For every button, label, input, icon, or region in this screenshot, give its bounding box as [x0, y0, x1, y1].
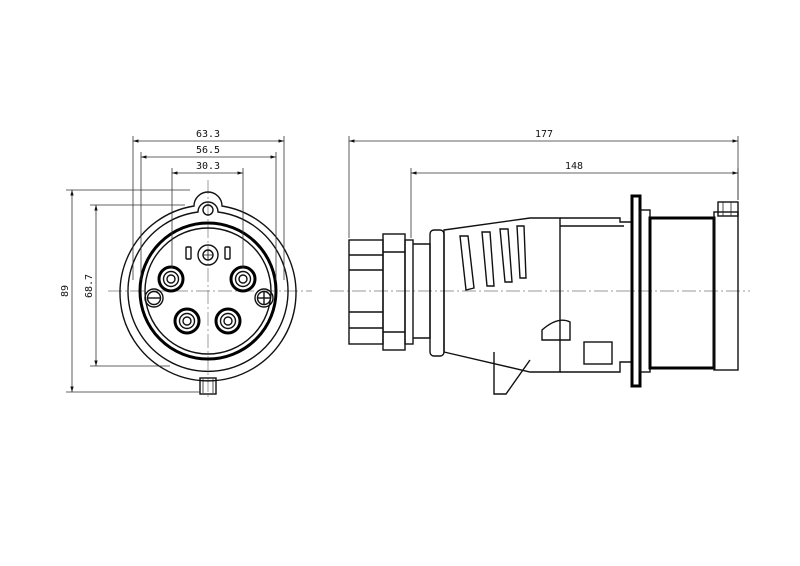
front-earth-pin-outer	[197, 244, 219, 266]
front-insert-edge	[144, 227, 272, 355]
side-grip-hook	[493, 352, 531, 395]
dim-label-89: 89	[60, 285, 71, 297]
side-cable-gland	[348, 233, 414, 351]
dim-label-68-7: 68.7	[84, 274, 95, 298]
front-screw-left	[144, 288, 164, 308]
side-contact-carrier	[648, 201, 739, 371]
front-outer-ring	[119, 191, 297, 382]
dim-label-148: 148	[565, 161, 583, 172]
side-transition	[560, 217, 633, 373]
dim-label-177: 177	[535, 129, 553, 140]
front-bottom-lug	[199, 377, 217, 395]
contact-pin-upper-right	[229, 265, 257, 293]
contact-pin-lower-right	[214, 307, 242, 335]
dimension-63-3: 63.3	[132, 129, 285, 280]
side-view: 177 148	[330, 129, 750, 395]
dimension-89: 89	[60, 189, 200, 393]
front-earth-slot-left	[185, 246, 192, 260]
dimension-148: 148	[410, 161, 739, 238]
dimension-56-5: 56.5	[140, 145, 277, 280]
dim-label-30-3: 30.3	[196, 161, 220, 172]
front-contact-pins	[157, 265, 257, 335]
dim-label-63-3: 63.3	[196, 129, 220, 140]
contact-pin-lower-left	[173, 307, 201, 335]
dimension-30-3: 30.3	[171, 161, 244, 268]
contact-pin-upper-left	[157, 265, 185, 293]
front-keyway-hole	[202, 204, 214, 216]
side-collar	[413, 229, 445, 357]
front-outer-ring-inner-edge	[127, 201, 289, 372]
front-contact-face	[138, 221, 278, 361]
front-view: 63.3 56.5 30.3 89 68.7	[60, 129, 312, 400]
dim-label-56-5: 56.5	[196, 145, 220, 156]
front-earth-slot-right	[224, 246, 231, 260]
side-grip-body	[443, 217, 571, 395]
side-latch	[541, 319, 571, 341]
front-screw-right	[254, 288, 274, 308]
dimension-68-7: 68.7	[84, 204, 185, 367]
dimension-177: 177	[348, 129, 739, 238]
